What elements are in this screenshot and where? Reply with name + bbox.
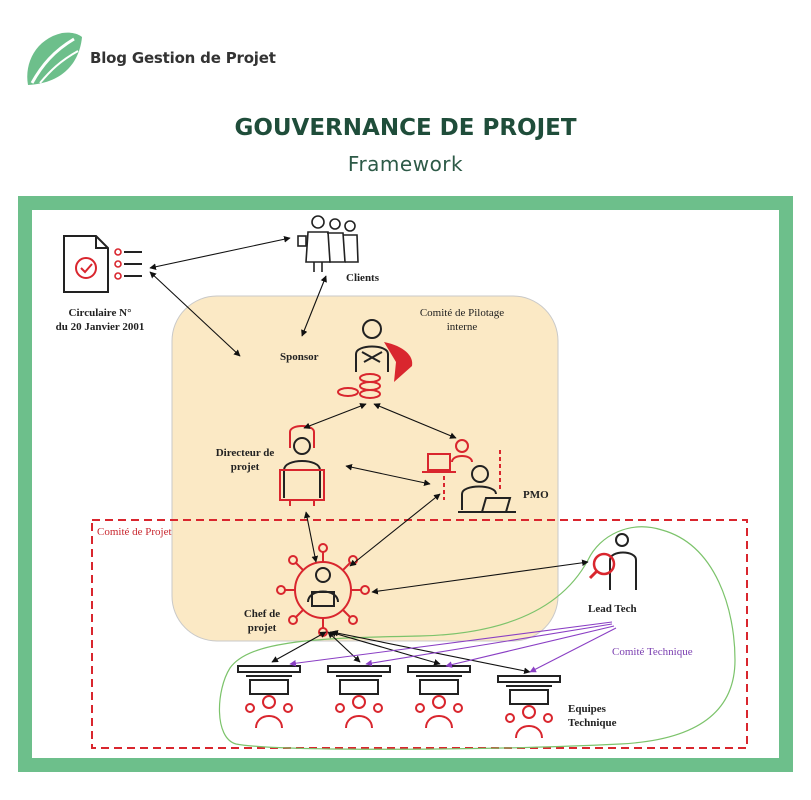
sponsor-icon	[337, 319, 413, 399]
arrow-pmo-chef	[349, 493, 441, 567]
circulaire-label-line1: Circulaire N°	[69, 307, 132, 319]
arrow-chef-team1	[271, 631, 327, 663]
comite-projet-label: Comité de Projet	[97, 526, 172, 538]
team-icon-3	[407, 665, 471, 729]
comite-technique-label: Comité Technique	[612, 646, 693, 658]
arrow-circulaire-sponsor	[149, 271, 241, 357]
team-icon-4	[497, 675, 561, 739]
arrow-leadtech-team2	[365, 623, 613, 667]
arrow-sponsor-directeur	[303, 403, 367, 429]
arrow-directeur-chef	[303, 511, 319, 563]
arrow-leadtech-team1	[289, 621, 613, 667]
pmo-label: PMO	[523, 489, 549, 501]
clients-label: Clients	[346, 272, 380, 284]
directeur-label-line1: Directeur de	[216, 447, 275, 459]
chef-label-line2: projet	[248, 622, 277, 634]
lead-tech-label: Lead Tech	[588, 603, 637, 615]
team-icon-2	[327, 665, 391, 729]
comite-pilotage-label-line1: Comité de Pilotage	[420, 307, 504, 319]
arrow-circulaire-clients	[149, 236, 291, 270]
arrow-leadtech-team4	[529, 627, 617, 673]
page-subtitle: Framework	[347, 152, 464, 176]
circulaire-document-icon	[63, 235, 142, 293]
brand-logo	[22, 30, 84, 90]
circulaire-label-line2: du 20 Janvier 2001	[56, 321, 145, 333]
chef-label-line1: Chef de	[244, 608, 280, 620]
team-icon-1	[237, 665, 301, 729]
diagram-frame	[18, 196, 793, 772]
leaf-logo-icon	[27, 32, 82, 85]
arrow-directeur-pmo	[345, 464, 431, 486]
directeur-label-line2: projet	[231, 461, 260, 473]
pmo-icon	[422, 439, 516, 513]
arrow-leadtech-team3	[445, 625, 615, 668]
equipes-label-line1: Equipes	[568, 703, 607, 715]
clients-group-icon	[297, 215, 359, 272]
comite-pilotage-label-line2: interne	[447, 321, 478, 333]
directeur-projet-icon	[279, 425, 325, 506]
brand-name: Blog Gestion de Projet	[90, 49, 276, 67]
equipes-label-line2: Technique	[568, 717, 617, 729]
page-title: GOUVERNANCE DE PROJET	[234, 115, 577, 141]
arrow-sponsor-pmo	[373, 403, 457, 439]
lead-tech-icon	[588, 533, 637, 590]
sponsor-label: Sponsor	[280, 351, 319, 363]
arrow-chef-team4	[331, 629, 531, 675]
arrow-chef-leadtech	[371, 559, 589, 595]
arrow-clients-sponsor	[301, 275, 327, 337]
